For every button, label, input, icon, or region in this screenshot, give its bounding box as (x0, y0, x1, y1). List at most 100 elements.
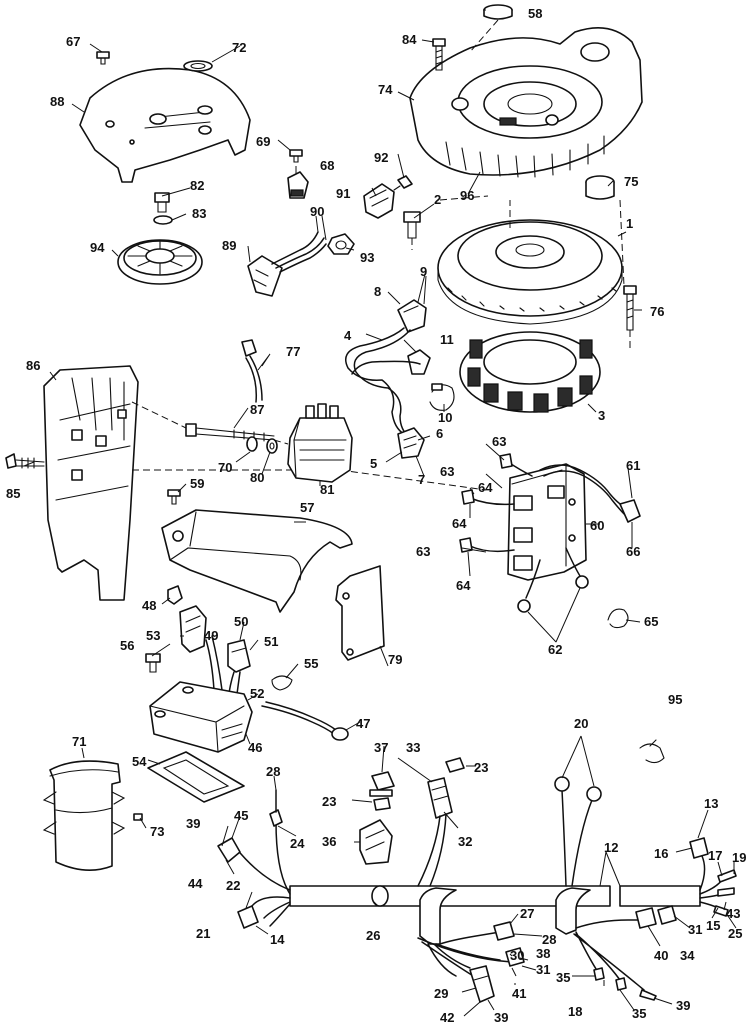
switch-91 (363, 175, 413, 219)
lower-leads (417, 919, 651, 991)
callout-19: 19 (732, 850, 746, 865)
callout-69: 69 (256, 134, 270, 149)
cover-57 (161, 509, 353, 613)
holder-36 (359, 819, 393, 865)
callout-1: 1 (626, 216, 633, 231)
callout-24: 24 (290, 836, 305, 851)
screw-2 (403, 211, 421, 239)
pulley-94 (117, 239, 203, 285)
callout-9: 9 (420, 264, 427, 279)
callout-35a: 35 (556, 970, 570, 985)
callout-30: 30 (510, 948, 524, 963)
callout-94: 94 (90, 240, 105, 255)
washer-83 (153, 215, 173, 225)
callout-87: 87 (250, 402, 264, 417)
callout-40: 40 (654, 948, 668, 963)
flywheel (437, 219, 623, 325)
callout-74: 74 (378, 82, 393, 97)
callout-37: 37 (374, 740, 388, 755)
callout-42: 42 (440, 1010, 454, 1023)
terminals-19 (717, 869, 737, 897)
callout-28b: 28 (542, 932, 556, 947)
screw-85 (5, 453, 45, 469)
wires-4c (351, 360, 421, 375)
callout-90: 90 (310, 204, 324, 219)
washer-80 (266, 438, 278, 454)
callout-21: 21 (196, 926, 210, 941)
callout-81: 81 (320, 482, 334, 497)
fuse-23b (373, 797, 391, 811)
terminal-24 (269, 789, 283, 827)
callout-71: 71 (72, 734, 86, 749)
callout-5: 5 (370, 456, 377, 471)
callout-13: 13 (704, 796, 718, 811)
callout-32: 32 (458, 834, 472, 849)
fuse-37 (369, 771, 395, 797)
callout-27: 27 (520, 906, 534, 921)
clamp-10 (429, 383, 455, 411)
connector-21 (237, 905, 259, 929)
callout-14: 14 (270, 932, 285, 947)
callout-67: 67 (66, 34, 80, 49)
callout-17: 17 (708, 848, 722, 863)
callout-33: 33 (406, 740, 420, 755)
spark-plug-wire-77 (241, 339, 263, 403)
block-11 (407, 349, 431, 375)
terminals-18 (593, 967, 657, 1001)
callout-63c: 63 (416, 544, 430, 559)
stator (459, 331, 601, 413)
callout-88: 88 (50, 94, 64, 109)
callout-55: 55 (304, 656, 318, 671)
rectifier-46 (149, 681, 253, 753)
callout-64c: 64 (456, 578, 471, 593)
callout-75: 75 (624, 174, 638, 189)
callout-70: 70 (218, 460, 232, 475)
callout-3: 3 (598, 408, 605, 423)
flywheel-cover (409, 26, 643, 178)
connector-6 (397, 427, 425, 459)
connector-29 (469, 965, 495, 1003)
callout-57: 57 (300, 500, 314, 515)
wires-4b (353, 329, 411, 439)
callout-28a: 28 (266, 764, 280, 779)
screw-59 (167, 489, 181, 505)
callout-18: 18 (568, 1004, 582, 1019)
fuse-23 (445, 757, 465, 773)
callout-91: 91 (336, 186, 350, 201)
callout-43: 43 (726, 906, 740, 921)
callout-39c: 39 (676, 998, 690, 1013)
bolt-76 (623, 285, 637, 331)
callout-64b: 64 (452, 516, 467, 531)
callout-35b: 35 (632, 1006, 646, 1021)
callout-23a: 23 (474, 760, 488, 775)
grommet-72 (183, 60, 213, 72)
connector-89 (247, 231, 327, 297)
callout-50: 50 (234, 614, 248, 629)
callout-65: 65 (644, 614, 658, 629)
callout-51: 51 (264, 634, 278, 649)
callout-44: 44 (188, 876, 203, 891)
clip-65 (607, 608, 629, 629)
callout-12: 12 (604, 840, 618, 855)
wire-harness-61b (543, 470, 627, 517)
callout-34: 34 (680, 948, 695, 963)
connector-44 (217, 837, 241, 863)
nut-93 (327, 233, 355, 255)
callout-labels: 1 2 3 4 5 6 7 8 9 10 11 12 13 14 15 16 1… (6, 6, 746, 1023)
bracket-71 (42, 760, 126, 871)
callout-63b: 63 (440, 464, 454, 479)
callout-20: 20 (574, 716, 588, 731)
connector-53 (179, 605, 207, 653)
callout-84: 84 (402, 32, 417, 47)
callout-16: 16 (654, 846, 668, 861)
callout-45: 45 (234, 808, 248, 823)
callout-92: 92 (374, 150, 388, 165)
callout-95: 95 (668, 692, 682, 707)
screw-67 (96, 51, 110, 65)
callout-49: 49 (204, 628, 218, 643)
callout-72: 72 (232, 40, 246, 55)
bolt-87 (185, 423, 275, 442)
cover-plate (79, 67, 251, 183)
connector-66 (619, 499, 641, 523)
